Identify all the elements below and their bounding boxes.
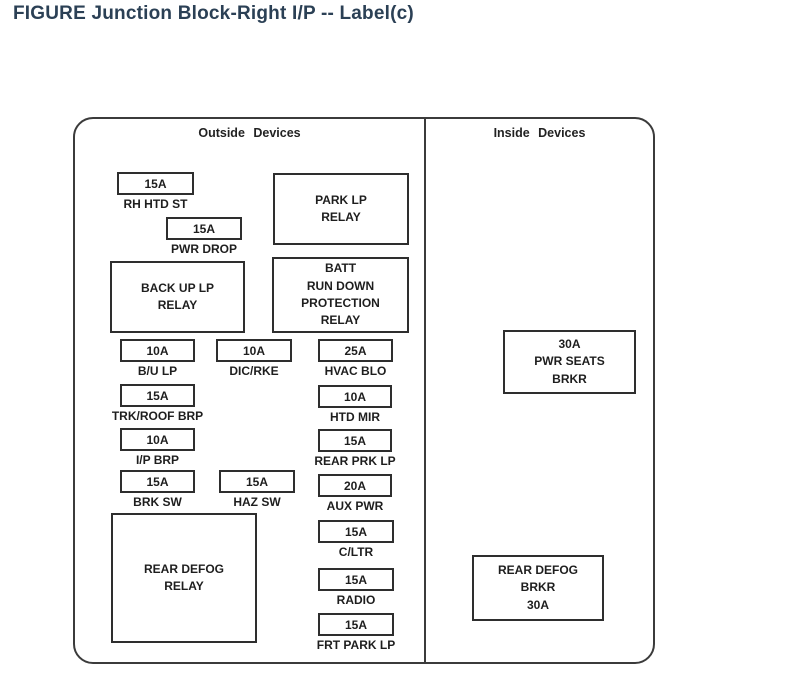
fuse-label: RH HTD ST [123, 197, 188, 211]
fuse-label: AUX PWR [326, 499, 384, 513]
relay-label: REAR DEFOG RELAY [143, 561, 224, 593]
fuse-rh-htd-st: 15A RH HTD ST [117, 172, 194, 211]
fuse-amp: 10A [216, 339, 292, 362]
fuse-amp: 10A [120, 339, 195, 362]
rear-defog-relay-box: REAR DEFOG RELAY [111, 513, 257, 643]
fuse-aux-pwr: 20A AUX PWR [318, 474, 392, 513]
figure-title: FIGURE Junction Block-Right I/P -- Label… [13, 3, 414, 24]
fuse-amp: 15A [318, 429, 392, 452]
fuse-label: BRK SW [133, 495, 182, 509]
fuse-amp: 10A [318, 385, 392, 408]
fuse-label: RADIO [336, 593, 376, 607]
fuse-label: REAR PRK LP [314, 454, 396, 468]
fuse-amp: 15A [120, 384, 195, 407]
fuse-label: TRK/ROOF BRP [111, 409, 204, 423]
fuse-htd-mir: 10A HTD MIR [318, 385, 392, 424]
fuse-label: FRT PARK LP [316, 638, 396, 652]
section-header-outside-devices: Outside Devices [198, 126, 301, 140]
relay-label: PARK LP RELAY [315, 192, 367, 224]
rear-defog-brkr-box: REAR DEFOG BRKR 30A [472, 555, 604, 621]
fuse-amp: 25A [318, 339, 393, 362]
fuse-amp: 15A [219, 470, 295, 493]
fuse-amp: 20A [318, 474, 392, 497]
fuse-c-ltr: 15A C/LTR [318, 520, 394, 559]
fuse-amp: 15A [166, 217, 242, 240]
fuse-haz-sw: 15A HAZ SW [219, 470, 295, 509]
fuse-dic-rke: 10A DIC/RKE [216, 339, 292, 378]
fuse-amp: 15A [318, 613, 394, 636]
fuse-rear-prk-lp: 15A REAR PRK LP [314, 429, 396, 468]
fuse-label: DIC/RKE [229, 364, 279, 378]
junction-block-diagram: Outside Devices Inside Devices PARK LP R… [73, 117, 655, 664]
fuse-label: PWR DROP [171, 242, 237, 256]
fuse-amp: 10A [120, 428, 195, 451]
fuse-ip-brp: 10A I/P BRP [120, 428, 195, 467]
fuse-label: C/LTR [338, 545, 374, 559]
fuse-amp: 15A [120, 470, 195, 493]
back-up-lp-relay-box: BACK UP LP RELAY [110, 261, 245, 333]
pwr-seats-brkr-box: 30A PWR SEATS BRKR [503, 330, 636, 394]
fuse-label: I/P BRP [135, 453, 180, 467]
fuse-amp: 15A [318, 520, 394, 543]
fuse-label: HVAC BLO [324, 364, 387, 378]
fuse-radio: 15A RADIO [318, 568, 394, 607]
relay-label: BACK UP LP RELAY [140, 280, 215, 312]
breaker-label: REAR DEFOG BRKR 30A [497, 562, 578, 612]
fuse-trk-roof-brp: 15A TRK/ROOF BRP [112, 384, 203, 423]
fuse-brk-sw: 15A BRK SW [120, 470, 195, 509]
fuse-label: HAZ SW [233, 495, 281, 509]
fuse-hvac-blo: 25A HVAC BLO [318, 339, 393, 378]
fuse-amp: 15A [318, 568, 394, 591]
relay-label: BATT RUN DOWN PROTECTION RELAY [301, 261, 380, 328]
fuse-frt-park-lp: 15A FRT PARK LP [317, 613, 395, 652]
park-lp-relay-box: PARK LP RELAY [273, 173, 409, 245]
fuse-bu-lp: 10A B/U LP [120, 339, 195, 378]
fuse-label: HTD MIR [330, 410, 380, 424]
fuse-amp: 15A [117, 172, 194, 195]
breaker-label: 30A PWR SEATS BRKR [534, 336, 605, 386]
fuse-pwr-drop: 15A PWR DROP [166, 217, 242, 256]
fuse-label: B/U LP [137, 364, 178, 378]
section-divider [424, 119, 426, 662]
section-header-inside-devices: Inside Devices [493, 126, 586, 140]
batt-run-down-protection-relay-box: BATT RUN DOWN PROTECTION RELAY [272, 257, 409, 333]
